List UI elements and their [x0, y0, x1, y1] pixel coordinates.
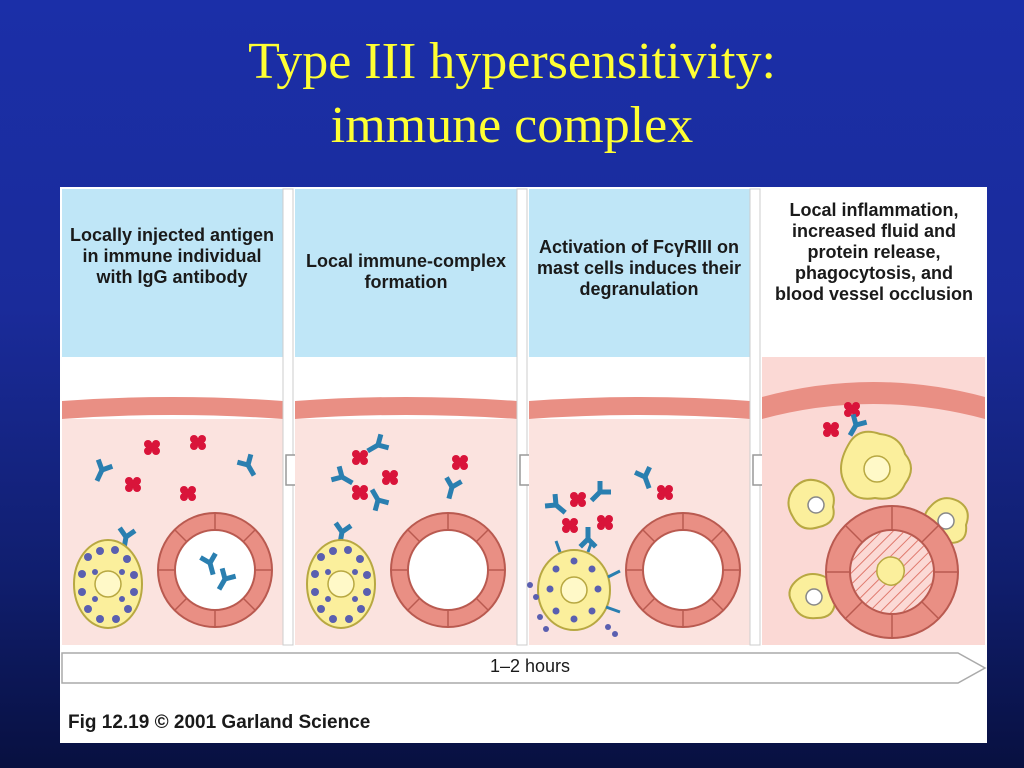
timeline-arrow-icon [61, 652, 987, 684]
panel-2 [295, 189, 517, 645]
figure-12-19: Locally injected antigen in immune indiv… [60, 187, 987, 743]
blood-vessel-icon [625, 512, 741, 628]
figure-drawing [61, 188, 987, 684]
blood-vessel-icon [390, 512, 506, 628]
panel-1-vessel-wall [62, 397, 283, 419]
panel-2-header [295, 189, 517, 357]
panel-3-header [529, 189, 750, 357]
mast-cell-icon [306, 539, 376, 629]
phagocyte-icon [787, 478, 835, 530]
panel-4 [762, 189, 985, 645]
phagocyte-icon [840, 430, 912, 500]
phagocyte-icon [788, 573, 837, 620]
panel-1-header [62, 189, 283, 357]
panel-3 [527, 189, 750, 645]
degranulating-mast-cell-icon [527, 540, 621, 637]
title-line-1: Type III hypersensitivity: [248, 33, 776, 90]
mast-cell-icon [73, 539, 143, 629]
panel-4-vessel-wall [762, 382, 985, 419]
panel-4-caption: Local inflammation, increased fluid and … [774, 200, 974, 304]
panel-2-caption: Local immune-complex formation [305, 251, 507, 292]
title-line-2: immune complex [330, 97, 694, 154]
slide-title: Type III hypersensitivity: immune comple… [0, 30, 1024, 158]
blood-vessel-icon [157, 512, 273, 628]
panel-1-caption: Locally injected antigen in immune indiv… [69, 225, 275, 287]
panel-2-vessel-wall [295, 397, 517, 419]
panel-1 [62, 189, 283, 645]
panel-3-caption: Activation of FcγRIII on mast cells indu… [536, 237, 742, 299]
occluded-blood-vessel-icon [825, 505, 959, 639]
figure-credit: Fig 12.19 © 2001 Garland Science [68, 712, 371, 733]
panel-4-header [762, 189, 985, 357]
timeline-label: 1–2 hours [489, 656, 571, 676]
panel-3-vessel-wall [529, 397, 750, 419]
